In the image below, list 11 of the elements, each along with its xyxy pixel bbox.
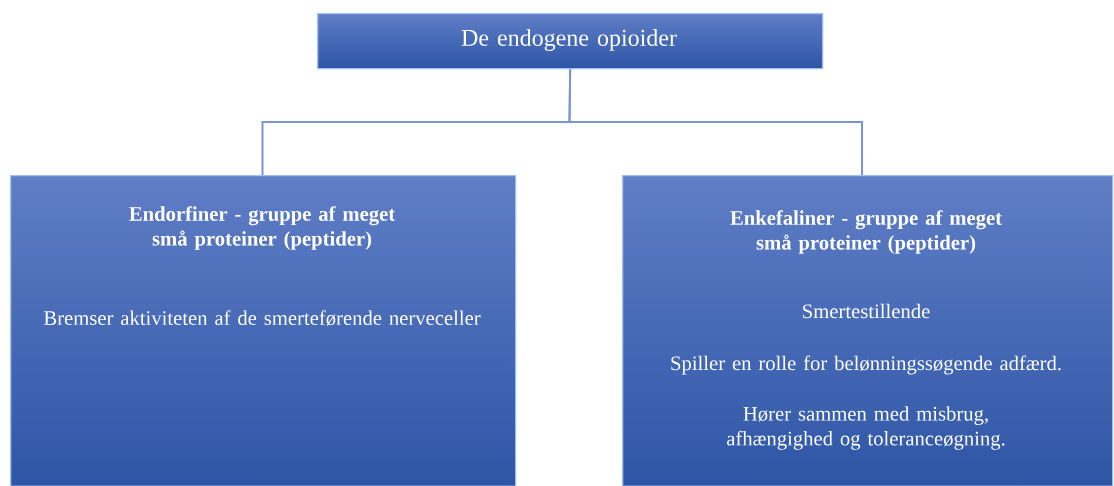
- process-box: [317, 13, 824, 70]
- box-heading: Enkefaliner - gruppe af meget små proteiner (peptider): [730, 210, 1002, 254]
- box-text: Hører sammen med misbrug, afhængighed og toleranceøgning.: [727, 406, 1005, 450]
- process-box: [622, 175, 1114, 486]
- connector-line: [568, 68, 863, 176]
- process-box: [10, 175, 517, 486]
- box-text: Spiller en rolle for belønningssøgende adfærd.: [671, 355, 1061, 375]
- box-text: Smertestillende: [803, 303, 930, 319]
- box-text: Bremser aktiviteten af de smerteførende nerveceller: [44, 310, 481, 326]
- box-title: De endogene opioider: [461, 29, 677, 51]
- box-heading: Endorfiner - gruppe af meget små proteiner (peptider): [129, 206, 396, 250]
